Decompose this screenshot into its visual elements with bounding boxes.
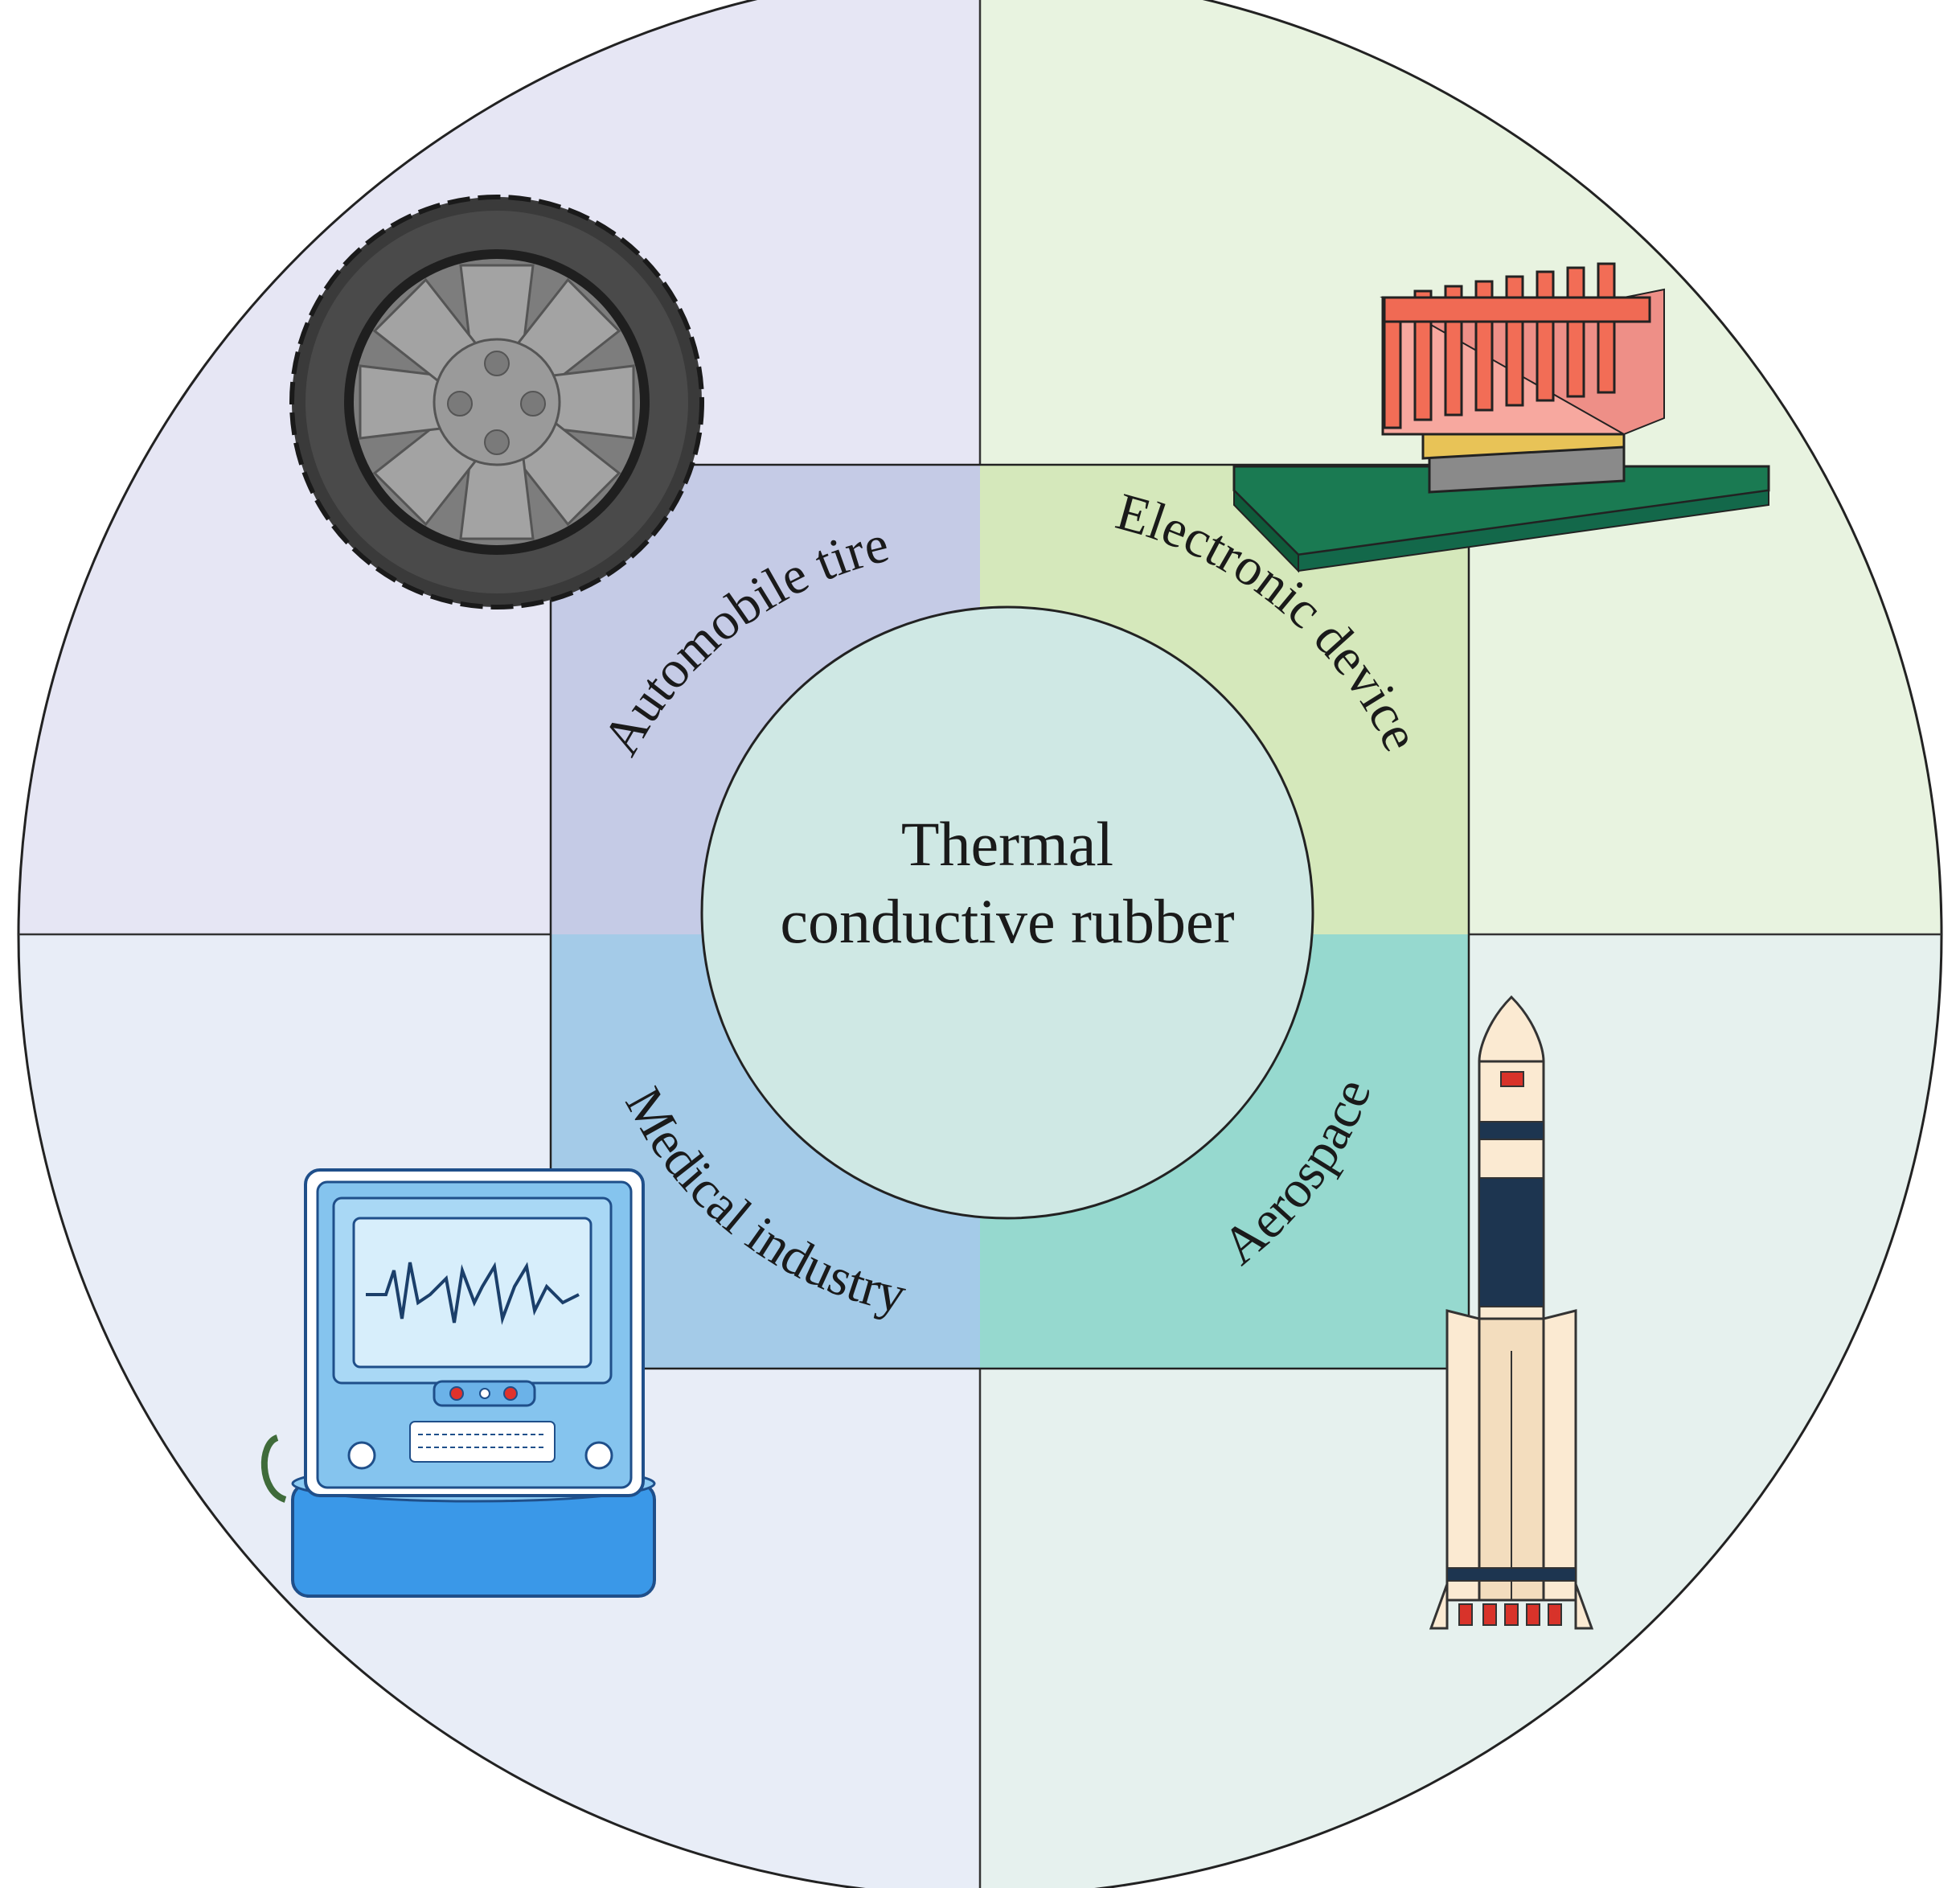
center-title-line2: conductive rubber (780, 886, 1234, 956)
center-title-line1: Thermal (901, 809, 1113, 879)
tire-icon (289, 195, 704, 609)
rocket-icon (1429, 995, 1594, 1630)
center-circle (700, 605, 1314, 1220)
medical-monitor-icon (260, 1168, 656, 1598)
heatsink-chip-icon (1232, 262, 1770, 573)
